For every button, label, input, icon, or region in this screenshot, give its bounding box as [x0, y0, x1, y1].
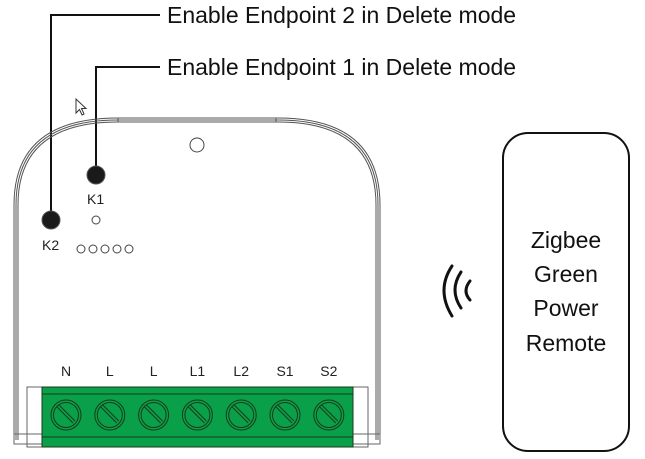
terminal-label: L2 — [233, 363, 249, 379]
terminal-screw[interactable] — [225, 399, 257, 431]
led-row — [76, 244, 134, 254]
remote-label-line-2: Green — [534, 261, 598, 287]
mouse-pointer-icon — [75, 97, 88, 116]
terminal-label: S2 — [320, 363, 337, 379]
callout-k2: Enable Endpoint 2 in Delete mode — [50, 2, 516, 214]
relay-module: K1 K2 N L L L1 L2 S1 S2 — [13, 117, 381, 448]
terminal-screws — [50, 399, 345, 431]
wireless-signal-icon — [442, 264, 472, 318]
terminal-screw[interactable] — [181, 399, 213, 431]
terminal-labels: N L L L1 L2 S1 S2 — [61, 363, 338, 379]
terminal-block — [41, 386, 354, 448]
zigbee-remote: Zigbee Green Power Remote — [502, 132, 630, 452]
indicator-led — [88, 244, 98, 254]
status-led — [91, 215, 101, 225]
callout-k1: Enable Endpoint 1 in Delete mode — [95, 54, 516, 170]
callout-label-k1: Enable Endpoint 1 in Delete mode — [167, 54, 516, 80]
indicator-led — [76, 244, 86, 254]
indicator-led — [100, 244, 110, 254]
terminal-label: S1 — [276, 363, 293, 379]
remote-label-line-3: Power — [533, 295, 599, 321]
callout-label-k2: Enable Endpoint 2 in Delete mode — [167, 2, 516, 28]
remote-body — [502, 132, 630, 452]
terminal-end-left — [26, 386, 43, 448]
leader-line-k1 — [95, 66, 160, 170]
mounting-hole — [189, 137, 205, 153]
module-outline-outer — [13, 117, 381, 440]
terminal-label: L — [150, 363, 158, 379]
terminal-screw[interactable] — [50, 399, 82, 431]
terminal-screw[interactable] — [313, 399, 345, 431]
leader-line-k2 — [50, 14, 160, 214]
terminal-end-right — [352, 386, 369, 448]
button-k1-label: K1 — [87, 191, 104, 207]
terminal-label: L1 — [190, 363, 206, 379]
button-k1[interactable] — [86, 165, 106, 185]
terminal-screw[interactable] — [269, 399, 301, 431]
remote-label-line-1: Zigbee — [531, 227, 601, 253]
remote-label-line-4: Remote — [526, 330, 607, 356]
indicator-led — [112, 244, 122, 254]
terminal-screw[interactable] — [138, 399, 170, 431]
module-outline-mid — [15, 119, 379, 440]
terminal-label: L — [106, 363, 114, 379]
button-k2[interactable] — [41, 210, 61, 230]
button-k2-label: K2 — [42, 237, 59, 253]
terminal-screw[interactable] — [94, 399, 126, 431]
module-outline-inner — [17, 121, 377, 440]
terminal-label: N — [61, 363, 71, 379]
indicator-led — [124, 244, 134, 254]
